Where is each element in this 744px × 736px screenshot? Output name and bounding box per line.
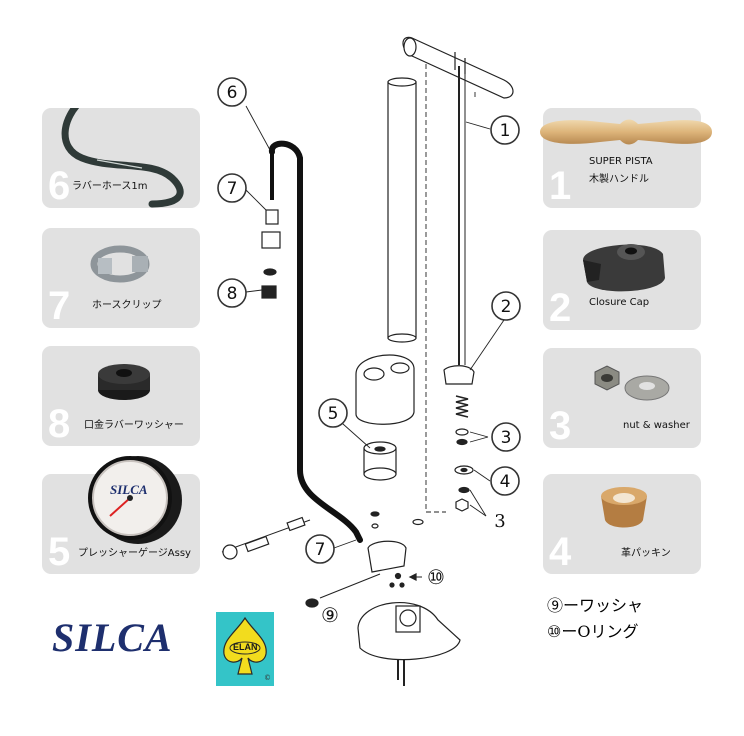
wooden-handle-icon [540, 119, 712, 145]
card-number: 2 [549, 286, 572, 330]
part-card-rubber-washer: 口金ラバーワッシャー 8 [42, 346, 200, 446]
card-number: 7 [48, 284, 71, 328]
elan-logo: ELAN © [216, 612, 274, 686]
elan-logo-text: ELAN [233, 642, 258, 652]
pump-barrel-icon [387, 77, 417, 343]
callout-10: ⑩ [427, 565, 445, 589]
callout-7b: 7 [315, 540, 326, 560]
card-label-pressure-gauge: プレッシャーゲージAssy [78, 548, 191, 559]
rubber-hose-icon [61, 108, 184, 208]
part-card-hose-clip: ホースクリップ 7 [42, 228, 200, 328]
card-label-handle-line1: SUPER PISTA [589, 156, 653, 167]
hose-clip-icon [90, 245, 150, 283]
part-card-closure-cap: Closure Cap 2 [543, 230, 701, 330]
callout-5: 5 [328, 404, 339, 424]
nut-washer-icon [594, 365, 670, 401]
card-label-hose-clip: ホースクリップ [92, 300, 162, 311]
card-number: 4 [549, 530, 572, 574]
card-number: 8 [48, 402, 71, 446]
base-valve-body [367, 540, 407, 573]
silca-logo: SILCA [52, 615, 173, 660]
legend-item-o-ring: ⑩ーOリング [547, 622, 639, 641]
foot-plate-icon [357, 601, 461, 661]
callout-9: ⑨ [321, 603, 339, 627]
spring-icon [455, 395, 469, 418]
card-label-handle-line2: 木製ハンドル [589, 174, 649, 185]
pump-base-column-icon [355, 354, 415, 425]
card-label-nut-washer: nut & washer [623, 420, 690, 431]
part-card-nut-washer: nut & washer 3 [543, 348, 701, 448]
callout-7a: 7 [227, 179, 238, 199]
closure-cap-small [443, 365, 475, 385]
closure-cap-icon [583, 244, 665, 292]
hose-chuck-parts [261, 209, 281, 299]
card-label-leather-packing: 革パッキン [621, 548, 671, 559]
pressure-gauge-icon: SILCA [80, 446, 184, 550]
gauge-brand-text: SILCA [110, 482, 148, 497]
callout-3a: 3 [501, 428, 512, 448]
rubber-hose-drawing [269, 140, 363, 543]
card-number: 3 [549, 404, 572, 448]
callout-3b: 3 [494, 511, 505, 532]
callout-8: 8 [227, 284, 238, 304]
card-label-rubber-hose: ラバーホース1m [72, 181, 148, 192]
elan-logo-mark: © [264, 674, 271, 682]
callout-6: 6 [227, 83, 238, 103]
card-number: 1 [549, 164, 572, 208]
leather-packing-icon [601, 487, 647, 528]
card-number: 5 [48, 530, 71, 574]
callout-1: 1 [500, 121, 511, 141]
part-card-leather-packing: 革パッキン 4 [543, 474, 701, 574]
legend-item-washer: ⑨ーワッシャ [547, 596, 644, 615]
card-label-rubber-washer: 口金ラバーワッシャー [84, 420, 184, 431]
card-number: 6 [48, 164, 71, 208]
callout-4: 4 [500, 472, 511, 492]
card-label-closure-cap: Closure Cap [589, 297, 650, 308]
part-card-rubber-hose: ラバーホース1m 6 [42, 108, 200, 208]
packing-cup-icon [363, 441, 397, 481]
callout-2: 2 [501, 297, 512, 317]
rubber-washer-icon [98, 364, 150, 400]
